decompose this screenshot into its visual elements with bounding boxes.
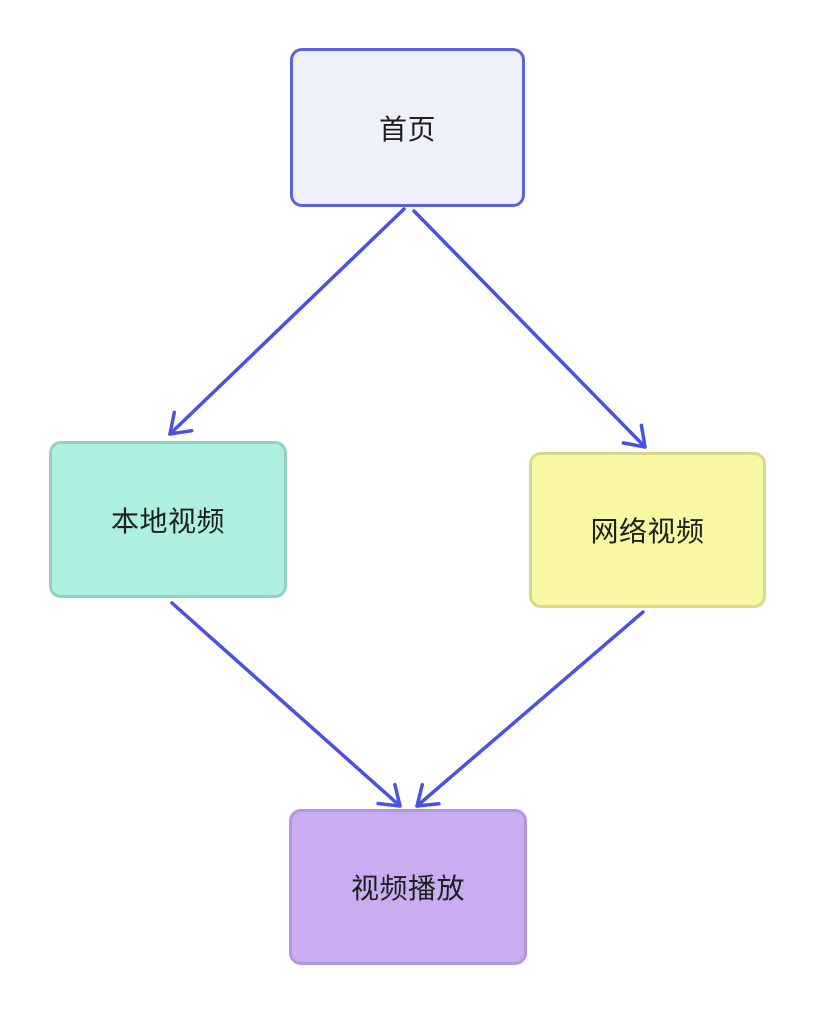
edge-network-to-player	[415, 610, 645, 808]
arrowhead-local-to-player	[376, 782, 402, 808]
flowchart-node-local-video: 本地视频	[49, 441, 287, 598]
arrowhead-home-to-local	[168, 410, 194, 436]
flowchart-node-video-player: 视频播放	[289, 809, 527, 965]
node-local-video-label: 本地视频	[110, 505, 225, 537]
node-home-label: 首页	[378, 113, 436, 145]
edge-home-to-local	[168, 207, 406, 436]
arrowhead-network-to-player	[415, 782, 441, 808]
arrowhead-home-to-network	[621, 423, 647, 449]
node-video-player-label: 视频播放	[350, 873, 465, 904]
flowchart-node-network-video: 网络视频	[529, 452, 766, 608]
node-network-video-label: 网络视频	[590, 516, 705, 547]
edge-home-to-network	[412, 209, 647, 449]
flowchart-node-home: 首页	[290, 48, 525, 207]
edge-local-to-player	[170, 601, 402, 808]
